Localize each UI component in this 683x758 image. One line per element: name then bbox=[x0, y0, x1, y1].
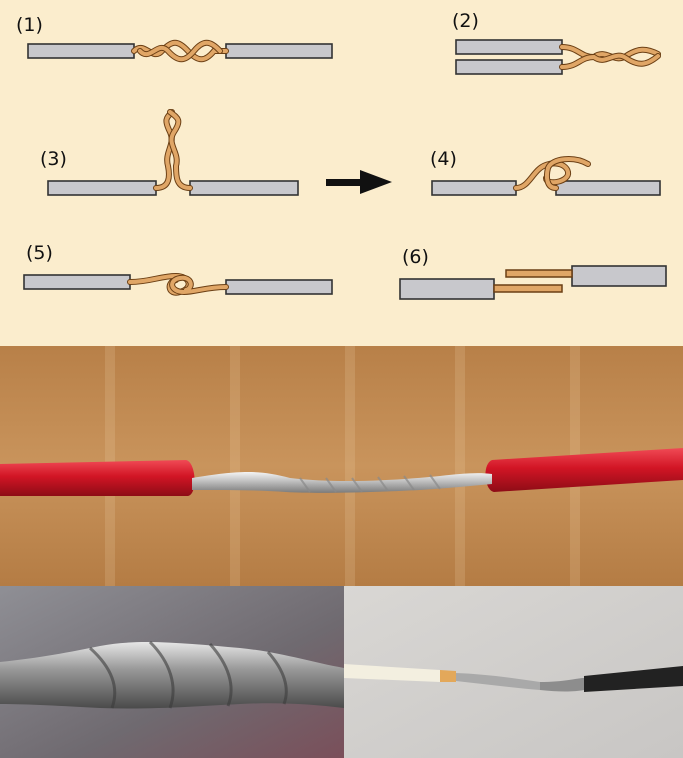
twisted-conductor-fill bbox=[545, 157, 590, 190]
step-5-label: (5) bbox=[26, 242, 53, 264]
wire-insulation bbox=[431, 180, 517, 196]
step-4-label: (4) bbox=[430, 148, 457, 170]
wire-insulation bbox=[455, 39, 563, 55]
red-wire-right bbox=[485, 448, 683, 492]
wire-insulation bbox=[225, 43, 333, 59]
photo-red-wire-splice bbox=[0, 346, 683, 586]
photo-white-black-wire-splice bbox=[344, 586, 683, 758]
wire-insulation bbox=[571, 265, 667, 287]
twisted-conductor-fill bbox=[170, 275, 228, 295]
wire-insulation bbox=[47, 180, 157, 196]
white-wire bbox=[344, 664, 440, 682]
twisted-conductor-fill bbox=[168, 110, 192, 190]
soldered-joint bbox=[192, 472, 492, 493]
step-3-label: (3) bbox=[40, 148, 67, 170]
step-4-drawing bbox=[431, 156, 661, 196]
right-arrow-icon bbox=[326, 170, 392, 194]
diagram-drawing: .ins { fill: #c8c8cc; stroke: #333; stro… bbox=[23, 39, 667, 300]
step-3-drawing bbox=[47, 109, 299, 196]
step-1-drawing bbox=[27, 39, 333, 63]
step-1-label: (1) bbox=[16, 14, 43, 36]
step-6-label: (6) bbox=[402, 246, 429, 268]
wire-insulation bbox=[189, 180, 299, 196]
step-2-drawing bbox=[455, 39, 661, 75]
twisted-conductor-fill bbox=[154, 110, 174, 190]
red-wire-left bbox=[0, 460, 195, 496]
wire-insulation bbox=[555, 180, 661, 196]
step-6-drawing bbox=[399, 265, 667, 300]
wire-insulation bbox=[399, 278, 495, 300]
bare-conductor bbox=[505, 269, 573, 278]
bare-conductor bbox=[493, 284, 563, 293]
black-wire bbox=[584, 666, 683, 692]
wire-insulation bbox=[225, 279, 333, 295]
diagram-panel: .ins { fill: #c8c8cc; stroke: #333; stro… bbox=[0, 0, 683, 346]
wire-insulation bbox=[455, 59, 563, 75]
twisted-conductor-fill bbox=[138, 40, 222, 62]
soldered-joint bbox=[540, 678, 584, 692]
step-5-drawing bbox=[23, 272, 333, 296]
copper-end bbox=[440, 670, 456, 682]
twisted-conductor-fill bbox=[560, 53, 660, 69]
wire-insulation bbox=[27, 43, 135, 59]
step-2-label: (2) bbox=[452, 10, 479, 32]
wire-insulation bbox=[23, 274, 131, 290]
soldered-joint bbox=[456, 673, 540, 690]
photo-closeup-solder-joint bbox=[0, 586, 344, 758]
